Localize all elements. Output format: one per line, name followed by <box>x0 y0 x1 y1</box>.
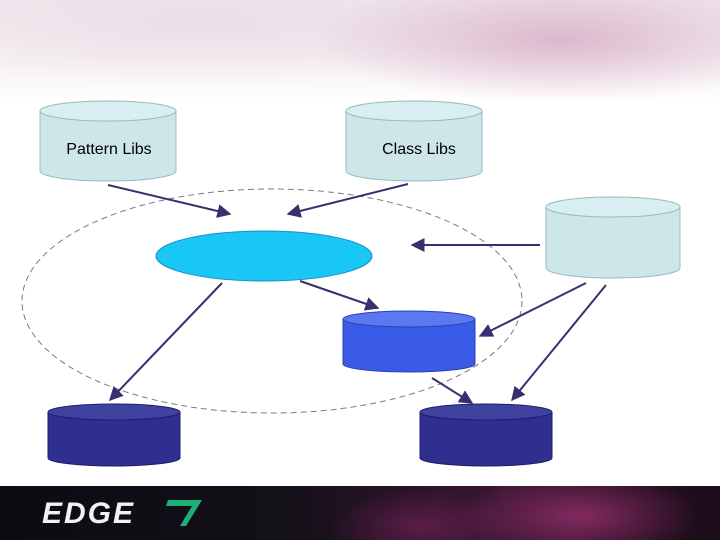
logo-text: EDGE <box>42 497 135 530</box>
pattern-libs-label: Pattern Libs <box>66 141 151 158</box>
left-target-cylinder <box>47 403 181 467</box>
logo-mark-icon <box>166 500 202 526</box>
arrow-output-to-right-target <box>431 377 474 404</box>
central-process-ellipse <box>155 230 373 282</box>
output-store-cylinder <box>342 310 476 373</box>
arrow-external-to-right-target <box>511 284 607 402</box>
arrow-external-to-output <box>478 282 587 337</box>
arrow-center-to-left-target <box>109 282 223 402</box>
edge-logo: EDGE <box>42 497 202 530</box>
arrow-pattern-to-center <box>107 184 232 218</box>
external-source-cylinder <box>545 196 681 279</box>
header-background <box>0 0 720 100</box>
diagram-canvas: Pattern Libs Class Libs <box>21 100 681 467</box>
right-target-cylinder <box>419 403 553 467</box>
class-libs-label: Class Libs <box>382 141 456 158</box>
class-libs-cylinder: Class Libs <box>345 100 483 182</box>
footer-bar: EDGE <box>0 486 720 540</box>
arrow-center-to-output <box>299 280 380 311</box>
pattern-libs-cylinder: Pattern Libs <box>39 100 177 182</box>
scope-boundary-ellipse <box>21 188 523 414</box>
arrow-class-to-center <box>286 183 409 218</box>
